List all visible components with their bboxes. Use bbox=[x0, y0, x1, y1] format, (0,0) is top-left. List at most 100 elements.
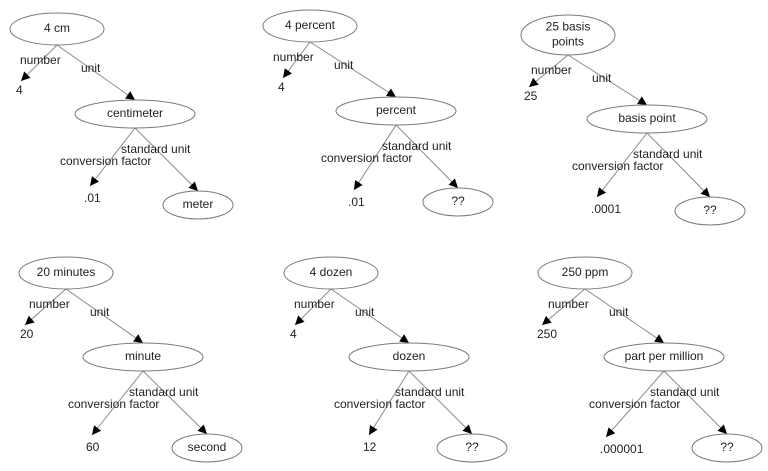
unit-edge bbox=[56, 44, 136, 101]
root-node-label: points bbox=[552, 35, 584, 49]
unit-node: basis point bbox=[586, 104, 708, 134]
root-node-ellipse bbox=[262, 9, 358, 43]
number-edge-label: number bbox=[273, 50, 314, 64]
root-node: 4 percent bbox=[262, 9, 358, 43]
unit-node-label: basis point bbox=[618, 111, 676, 125]
root-node-label: 20 minutes bbox=[37, 265, 96, 279]
standard-unit-node: ?? bbox=[691, 433, 763, 463]
root-node-ellipse bbox=[537, 256, 633, 290]
conversion-factor-edge-label: conversion factor bbox=[60, 154, 151, 168]
unit-edge-label: unit bbox=[355, 305, 375, 319]
standard-unit-node: ?? bbox=[674, 196, 746, 226]
conversion-factor-value: .01 bbox=[84, 191, 101, 205]
standard-unit-edge bbox=[134, 127, 199, 192]
standard-unit-node: meter bbox=[162, 190, 234, 220]
number-value: 4 bbox=[278, 80, 285, 94]
unit-edge bbox=[567, 54, 648, 106]
unit-edge bbox=[584, 288, 665, 344]
unit-node-ellipse bbox=[348, 342, 470, 372]
standard-unit-node-label: ?? bbox=[465, 440, 479, 454]
number-edge-label: number bbox=[294, 297, 335, 311]
number-value: 25 bbox=[524, 89, 538, 103]
conversion-factor-edge-label: conversion factor bbox=[321, 151, 412, 165]
unit-node-ellipse bbox=[335, 96, 457, 126]
root-node-ellipse bbox=[9, 12, 105, 46]
number-value: 4 bbox=[290, 327, 297, 341]
standard-unit-node-ellipse bbox=[171, 433, 243, 463]
standard-unit-node-label: ?? bbox=[703, 203, 717, 217]
conversion-factor-edge bbox=[605, 370, 665, 438]
root-node: 250 ppm bbox=[537, 256, 633, 290]
unit-edge bbox=[309, 41, 397, 98]
root-node-ellipse bbox=[283, 256, 379, 290]
unit-node-label: part per million bbox=[625, 349, 704, 363]
number-value: 4 bbox=[16, 83, 23, 97]
conversion-factor-value: 12 bbox=[363, 440, 377, 454]
standard-unit-edge-label: standard unit bbox=[395, 385, 465, 399]
number-edge bbox=[282, 41, 311, 79]
standard-unit-node-ellipse bbox=[422, 187, 494, 217]
unit-edge-label: unit bbox=[609, 305, 629, 319]
conversion-factor-edge bbox=[353, 124, 397, 191]
unit-edge bbox=[65, 288, 144, 344]
conversion-factor-edge bbox=[368, 370, 410, 436]
number-edge-label: number bbox=[29, 297, 70, 311]
standard-unit-edge bbox=[646, 132, 711, 198]
standard-unit-edge bbox=[142, 370, 208, 435]
number-edge bbox=[528, 54, 569, 88]
standard-unit-node-label: ?? bbox=[451, 194, 465, 208]
conversion-factor-edge bbox=[91, 370, 144, 436]
unit-node-ellipse bbox=[74, 99, 196, 129]
unit-node: percent bbox=[335, 96, 457, 126]
standard-unit-node-ellipse bbox=[691, 433, 763, 463]
conversion-factor-value: 60 bbox=[86, 440, 100, 454]
unit-node-ellipse bbox=[586, 104, 708, 134]
root-node-label: 250 ppm bbox=[562, 265, 609, 279]
unit-node-label: percent bbox=[376, 103, 417, 117]
unit-edge bbox=[330, 288, 410, 344]
unit-node: dozen bbox=[348, 342, 470, 372]
unit-edge-label: unit bbox=[592, 71, 612, 85]
number-edge bbox=[24, 288, 67, 326]
conversion-factor-edge bbox=[89, 127, 136, 187]
standard-unit-edge-label: standard unit bbox=[121, 142, 191, 156]
root-node: 20 minutes bbox=[18, 256, 114, 290]
conversion-factor-value: .01 bbox=[348, 195, 365, 209]
root-node-label: 4 cm bbox=[44, 21, 70, 35]
conversion-factor-value: .000001 bbox=[600, 442, 644, 456]
root-node-ellipse bbox=[520, 14, 616, 56]
number-edge-label: number bbox=[548, 297, 589, 311]
standard-unit-edge-label: standard unit bbox=[382, 139, 452, 153]
root-node-label: 4 percent bbox=[285, 18, 336, 32]
unit-edge-label: unit bbox=[334, 58, 354, 72]
root-node: 4 cm bbox=[9, 12, 105, 46]
root-node: 4 dozen bbox=[283, 256, 379, 290]
unit-node: part per million bbox=[603, 342, 725, 372]
root-node-label: 25 basis bbox=[546, 20, 591, 34]
standard-unit-edge-label: standard unit bbox=[633, 147, 703, 161]
standard-unit-node: second bbox=[171, 433, 243, 463]
standard-unit-edge bbox=[395, 124, 459, 189]
number-edge-label: number bbox=[531, 63, 572, 77]
root-node-label: 4 dozen bbox=[310, 265, 353, 279]
unit-node-label: dozen bbox=[393, 349, 426, 363]
number-value: 250 bbox=[537, 327, 557, 341]
number-edge bbox=[20, 44, 58, 82]
standard-unit-edge-label: standard unit bbox=[650, 385, 720, 399]
unit-edge-label: unit bbox=[90, 305, 110, 319]
standard-unit-node-label: meter bbox=[183, 197, 214, 211]
number-edge-label: number bbox=[20, 53, 61, 67]
number-edge bbox=[541, 288, 586, 326]
unit-node-ellipse bbox=[82, 342, 204, 372]
unit-node: minute bbox=[82, 342, 204, 372]
standard-unit-node: ?? bbox=[436, 433, 508, 463]
unit-node-label: minute bbox=[125, 349, 161, 363]
unit-node: centimeter bbox=[74, 99, 196, 129]
